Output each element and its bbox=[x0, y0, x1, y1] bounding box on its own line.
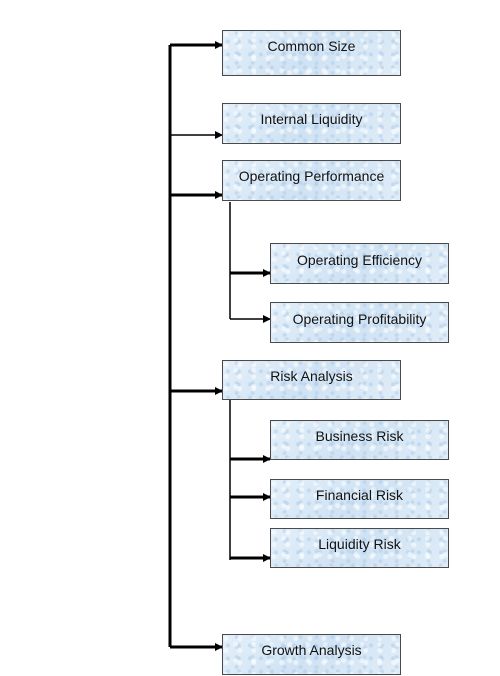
node-financial-risk: Financial Risk bbox=[270, 479, 449, 519]
node-risk-analysis: Risk Analysis bbox=[222, 360, 401, 400]
node-internal-liquidity: Internal Liquidity bbox=[222, 103, 401, 144]
node-operating-profitability: Operating Profitability bbox=[270, 302, 449, 343]
node-operating-efficiency: Operating Efficiency bbox=[270, 243, 449, 284]
node-growth-analysis: Growth Analysis bbox=[222, 634, 401, 675]
node-operating-performance: Operating Performance bbox=[222, 160, 401, 201]
node-common-size: Common Size bbox=[222, 30, 401, 76]
node-business-risk: Business Risk bbox=[270, 420, 449, 460]
node-liquidity-risk: Liquidity Risk bbox=[270, 528, 449, 568]
